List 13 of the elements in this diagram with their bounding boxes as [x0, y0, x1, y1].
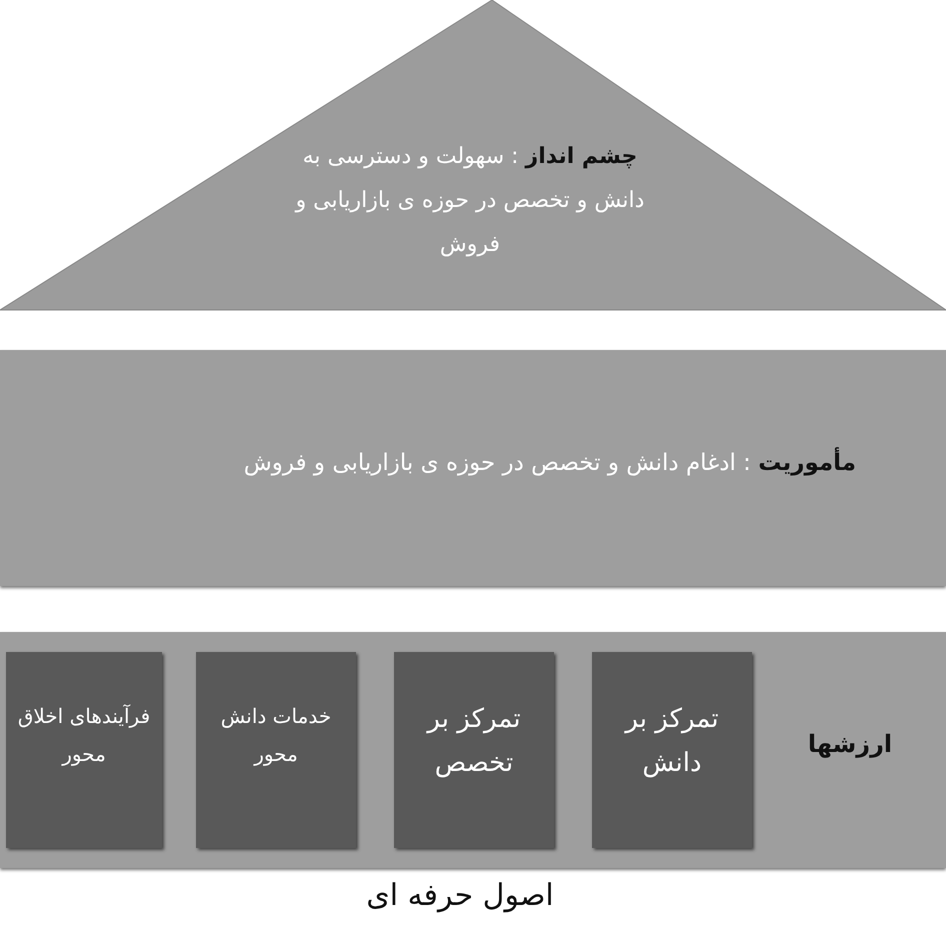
value-text: تمرکز بر تخصص — [425, 703, 522, 780]
value-pillar — [6, 652, 162, 848]
value-pillar — [196, 652, 356, 848]
values-heading: ارزشها — [806, 730, 894, 758]
foundation-label: اصول حرفه ای — [365, 878, 555, 913]
vision-text: چشم انداز : سهولت و دسترسی به دانش و تخصص در حوزه ی بازاریابی و فروش — [294, 143, 646, 259]
value-pillar — [394, 652, 554, 848]
value-text: تمرکز بر دانش — [623, 703, 720, 780]
value-text: فرآیندهای اخلاق محور — [16, 703, 152, 768]
value-text: خدمات دانش محور — [220, 703, 332, 768]
values-band — [0, 632, 946, 868]
value-pillar — [592, 652, 752, 848]
mission-band — [0, 350, 946, 586]
